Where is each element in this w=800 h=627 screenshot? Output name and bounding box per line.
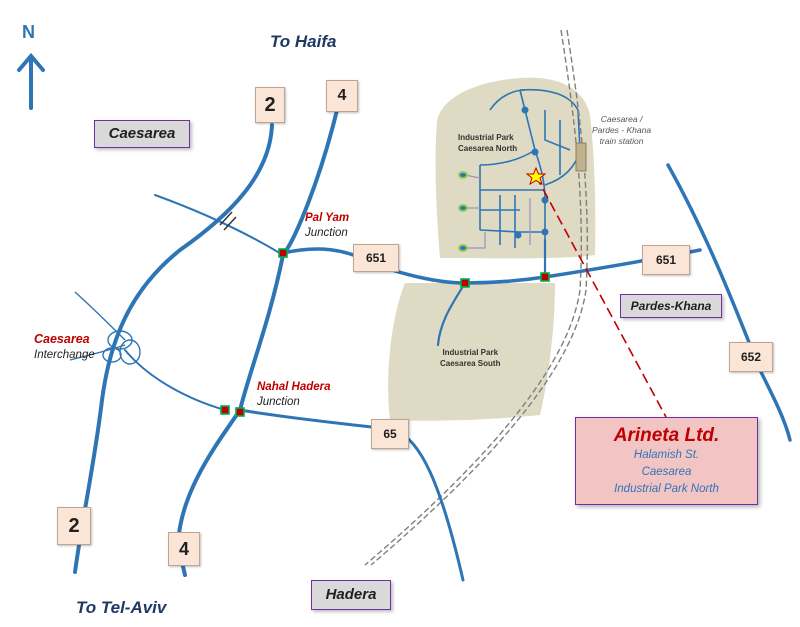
nahal-hadera-type: Junction [257,396,300,408]
nahal-hadera-name: Nahal Hadera [257,381,331,393]
company-address-street: Halamish St. [633,449,700,461]
industrial-park-north-label: Industrial Park Caesarea North [458,132,517,154]
park-north-line-1: Industrial Park [458,133,514,142]
road-shield-2-north: 2 [255,87,285,123]
junction-markers [220,248,550,417]
road-old-coastal [154,194,284,256]
train-station-label: Caesarea / Pardes - Khana train station [592,114,651,147]
road-shield-651-east: 651 [642,245,690,275]
to-haifa-label: To Haifa [270,32,337,51]
nahal-hadera-junction-label: Nahal Hadera Junction [257,380,331,410]
railway-line [364,29,589,566]
road-2 [73,123,274,574]
junction-marker-pal-yam [278,248,288,258]
park-entry-markers [458,171,468,252]
road-shield-4-north: 4 [326,80,358,112]
park-north-nodes [514,106,549,239]
company-address-city: Caesarea [641,466,692,478]
caesarea-place-box: Caesarea [94,120,190,148]
caesarea-interchange-name: Caesarea [34,332,90,346]
park-south-access [436,281,467,347]
junction-marker-nahal-hadera-e [235,407,245,417]
pardes-khana-place-box: Pardes-Khana [620,294,722,318]
pal-yam-name: Pal Yam [305,212,350,224]
junction-marker-nahal-hadera-w [220,405,230,415]
industrial-park-south-area [388,283,555,421]
park-north-line-2: Caesarea North [458,144,518,153]
park-south-line-1: Industrial Park [442,348,499,357]
road-shield-2-south: 2 [57,507,91,545]
company-pointer-line [535,175,667,418]
park-south-line-2: Caesarea South [440,359,501,368]
company-location-star-icon [525,166,547,186]
industrial-park-north-area [435,77,596,259]
pal-yam-junction-label: Pal Yam Junction [305,211,349,241]
company-callout: Arineta Ltd. Halamish St. Caesarea Indus… [575,417,758,505]
train-station-icon [575,142,587,172]
hadera-place-box: Hadera [311,580,391,610]
road-shield-4-south: 4 [168,532,200,566]
road-shield-652: 652 [729,342,773,372]
road-4 [175,108,339,577]
company-name: Arineta Ltd. [613,425,720,446]
station-line-2: Pardes - Khana [592,125,652,135]
road-shield-651-west: 651 [353,244,399,272]
station-line-1: Caesarea / [600,114,643,124]
station-line-3: train station [599,136,644,146]
interchange-cloverleaf-icon [69,291,141,365]
junction-marker-651-park [460,278,470,288]
road-65 [238,408,465,582]
road-interchange-link [124,349,226,411]
company-address-park: Industrial Park North [614,483,719,495]
pal-yam-type: Junction [305,227,348,239]
road-shield-65: 65 [371,419,409,449]
industrial-park-south-label: Industrial Park Caesarea South [440,347,500,369]
north-label: N [22,22,35,42]
north-arrow-icon [17,52,45,110]
to-tel-aviv-label: To Tel-Aviv [76,598,167,617]
railway-crossing-icon [219,211,237,231]
junction-marker-651-east [540,272,550,282]
caesarea-interchange-type: Interchange [34,349,95,361]
caesarea-interchange-label: Caesarea Interchange [34,331,95,363]
